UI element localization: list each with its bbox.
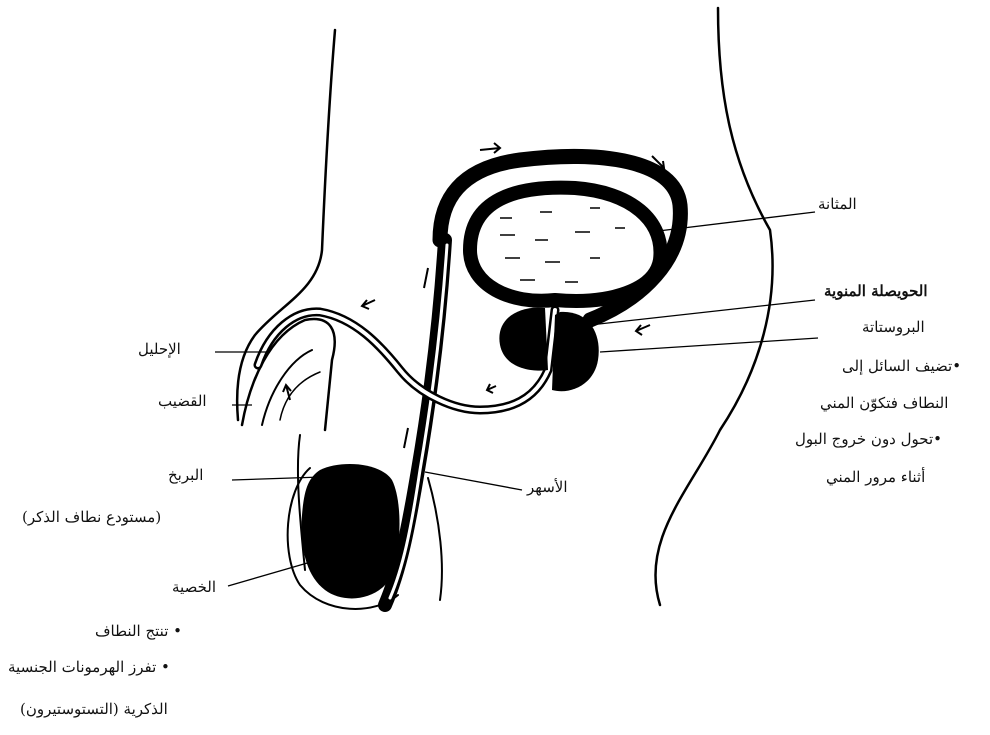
penis-glans-line — [280, 372, 320, 420]
label-vas-deferens: الأسهر — [527, 478, 567, 496]
body-outline-left — [237, 30, 335, 420]
epididymis-note: (مستودع نطاف الذكر) — [22, 508, 161, 526]
prostate-note-1: •تضيف السائل إلى — [842, 357, 961, 375]
thigh-outline — [428, 478, 442, 600]
label-epididymis: البربخ — [168, 466, 203, 484]
prostate-note-3: •تحول دون خروج البول — [795, 430, 942, 448]
prostate-note-4: أثناء مرور المني — [826, 468, 925, 486]
bladder-wall — [470, 188, 660, 301]
prostate-note-2: النطاف فتكوّن المني — [820, 394, 948, 412]
label-urethra: الإحليل — [138, 340, 181, 358]
bladder-urine-marks — [500, 208, 625, 282]
testis-shape — [302, 464, 400, 598]
label-testis: الخصية — [172, 578, 216, 596]
label-prostate: البروستاتة — [862, 318, 925, 336]
testis-note-2: • تفرز الهرمونات الجنسية — [8, 658, 170, 676]
prostate-shape — [499, 308, 548, 371]
testis-note-1: • تنتج النطاف — [95, 622, 182, 640]
label-seminal-vesicle: الحويصلة المنوية — [824, 282, 927, 300]
label-bladder: المثانة — [818, 195, 857, 213]
testis-note-3: الذكرية (التستوستيرون) — [20, 700, 168, 718]
label-penis: القضيب — [158, 392, 207, 410]
